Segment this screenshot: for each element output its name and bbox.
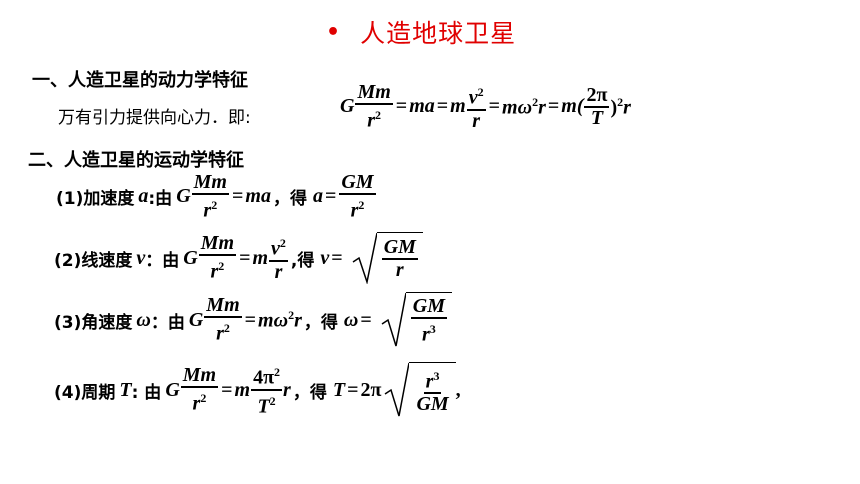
fraction-mm-r2: Mm r2 [191, 171, 229, 222]
equals: = [547, 95, 560, 118]
section1-heading: 一、人造卫星的动力学特征 [32, 70, 248, 91]
g-symbol: G [176, 185, 191, 208]
item-label: (3)角速度 [54, 312, 133, 333]
section2-heading: 二、人造卫星的运动学特征 [28, 150, 244, 171]
sqrt: r3 GM [383, 362, 456, 418]
page-title: 人造地球卫星 [360, 19, 517, 48]
numerator: Mm [355, 81, 393, 105]
item-colon: :由 [148, 189, 173, 210]
item-colon: ：由 [145, 250, 180, 271]
fraction-v2-r: v2 r [269, 233, 288, 283]
result-var: a [312, 185, 323, 208]
denominator: r [472, 109, 481, 132]
title-row: • 人造地球卫星 [326, 14, 516, 50]
item-var: T [119, 378, 132, 401]
item-colon: : 由 [131, 382, 162, 403]
ma-term: ma [409, 95, 435, 118]
section1-formula: G Mm r2 = ma = m v2 r = mω2r = m( 2π T )… [340, 82, 631, 132]
result-var: ω [343, 308, 359, 331]
result-var: v [320, 246, 330, 269]
item-colon: ：由 [150, 312, 185, 333]
item-acceleration: (1)加速度 a :由 G Mm r2 = ma ，得 a = GM r2 [56, 171, 376, 222]
equals: = [395, 95, 408, 118]
item-var: v [136, 246, 146, 269]
m-omega2-r-term: mω2r [502, 94, 546, 119]
radical-sign-icon [352, 232, 377, 284]
item-label: (2)线速度 [54, 250, 133, 271]
sqrt: GM r [351, 232, 423, 284]
fraction-4pi2-t2: 4π2 T2 [251, 362, 283, 417]
item-linear-velocity: (2)线速度 v ：由 G Mm r2 = m v2 r ,得 v = GM r [54, 232, 423, 284]
denominator: T [590, 106, 604, 129]
numerator: v2 [466, 82, 486, 111]
item-label: (1)加速度 [56, 189, 135, 210]
fraction-mm-r2: Mm r2 [198, 232, 237, 283]
denominator: r2 [367, 108, 382, 132]
fraction-mm-r2: Mm r2 [204, 294, 242, 345]
equals: = [436, 95, 449, 118]
fraction-mm-r2: Mm r2 [355, 81, 393, 132]
item-label: (4)周期 [54, 382, 116, 403]
item-var: a [138, 185, 149, 208]
fraction-mm-r2: Mm r2 [180, 364, 219, 415]
title-bullet: • [326, 19, 341, 45]
item-var: ω [136, 308, 151, 331]
numerator: 2π [584, 83, 610, 108]
m-term: m [450, 95, 466, 118]
fraction-2pi-t: 2π T [584, 83, 610, 129]
item-period: (4)周期 T : 由 G Mm r2 = m 4π2 T2 r ，得 T = … [54, 362, 461, 418]
fraction-gm-r2: GM r2 [339, 171, 376, 222]
g-symbol: G [340, 95, 355, 118]
equals: = [488, 95, 501, 118]
radical-sign-icon [385, 362, 410, 417]
sqrt: GM r3 [380, 292, 452, 348]
result-var: T [332, 378, 346, 401]
coefficient: 2π [360, 378, 382, 401]
section1-desc: 万有引力提供向心力．即: [58, 108, 251, 128]
close-paren-sq: )2r [610, 94, 631, 119]
radical-sign-icon [381, 292, 406, 347]
item-angular-velocity: (3)角速度 ω ：由 G Mm r2 = mω2r ，得 ω = GM r3 [54, 292, 452, 348]
m-paren-term: m( [561, 95, 584, 118]
fraction-v2-r: v2 r [466, 82, 486, 132]
